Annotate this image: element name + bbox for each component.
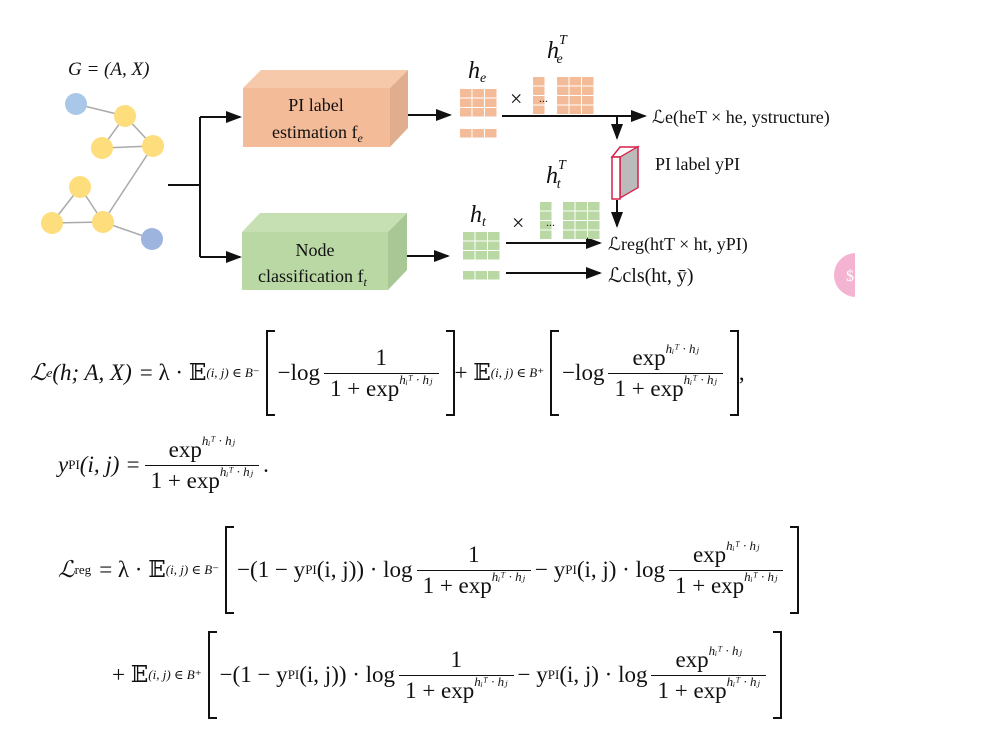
node: [114, 105, 136, 127]
he-grid-cell: [485, 98, 497, 107]
he-grid-cell: [485, 129, 497, 138]
htT-grid-cell: [540, 221, 552, 230]
loss-e-text: ℒe(heT × he, ystructure): [652, 107, 830, 128]
htT-grid-cell: [540, 202, 552, 211]
loss-cls-text: ℒcls(ht, ȳ): [608, 265, 694, 287]
node-blue: [141, 228, 163, 250]
heT-grid-cell: [533, 96, 545, 105]
he-grid-cell: [460, 98, 472, 107]
heT-grid-cell: [569, 77, 581, 86]
times-sign: ×: [512, 210, 524, 235]
svg-text:$: $: [846, 268, 854, 285]
he-grid-cell: [472, 89, 484, 98]
htT-grid-cell: [588, 202, 600, 211]
ht-grid-cell: [488, 271, 500, 280]
ht-grid-cell: [463, 241, 475, 250]
loss-reg-text: ℒreg(htT × ht, yPI): [608, 234, 748, 255]
htT-grid-cell: [575, 211, 587, 220]
heT-grid-cell: [569, 86, 581, 95]
ht-grid-cell: [488, 241, 500, 250]
he-grid-cell: [472, 108, 484, 117]
ht-grid-cell: [488, 232, 500, 241]
node: [142, 135, 164, 157]
htT-grid-cell: [575, 202, 587, 211]
he-grid-cell: [460, 129, 472, 138]
heT-grid-cell: [569, 105, 581, 114]
pi-label-text: PI label yPI: [655, 154, 740, 174]
he-grid-cell: [460, 89, 472, 98]
htT-grid-cell: [588, 211, 600, 220]
svg-text:...: ...: [546, 215, 555, 229]
ht-grid-cell: [463, 232, 475, 241]
htT-grid-cell: [575, 221, 587, 230]
node: [91, 137, 113, 159]
he-grid-cell: [485, 89, 497, 98]
graph-label: G = (A, X): [68, 59, 149, 80]
pipeline-diagram: G = (A, X) PI label estimation fe Node c…: [41, 33, 878, 297]
ht-grid-cell: [463, 251, 475, 260]
heT-grid-cell: [557, 86, 569, 95]
heT-grid-cell: [582, 96, 594, 105]
node: [69, 176, 91, 198]
ht-grid-cell: [475, 251, 487, 260]
htT-grid-cell: [540, 211, 552, 220]
heT-grid-cell: [582, 86, 594, 95]
htT-grid-cell: [563, 202, 575, 211]
pi-label-estimation-box: PI label estimation fe: [243, 70, 408, 147]
htT-grid-cell: [588, 230, 600, 239]
node: [92, 211, 114, 233]
htT-grid-cell: [588, 221, 600, 230]
htT-grid-cell: [563, 211, 575, 220]
node-blue: [65, 93, 87, 115]
htT-grid-cell: [563, 221, 575, 230]
ht-grid-cell: [475, 271, 487, 280]
ht-grid-cell: [463, 271, 475, 280]
he-grid-cell: [472, 129, 484, 138]
ht-grid-cell: [475, 232, 487, 241]
svg-text:...: ...: [539, 91, 548, 105]
heT-grid-cell: [557, 105, 569, 114]
floating-badge-button[interactable]: [834, 253, 878, 297]
svg-text:estimation fe: estimation fe: [272, 122, 363, 145]
times-sign: ×: [510, 86, 522, 111]
he-grid-cell: [485, 108, 497, 117]
htT-grid-cell: [563, 230, 575, 239]
htT-grid-cell: [575, 230, 587, 239]
heT-grid-cell: [582, 105, 594, 114]
ht-grid-cell: [475, 241, 487, 250]
heT-grid-cell: [557, 96, 569, 105]
split-arrows: [168, 111, 242, 263]
heT-grid-cell: [582, 77, 594, 86]
svg-text:PI label: PI label: [288, 95, 344, 115]
htT-grid-cell: [540, 230, 552, 239]
he-label: he: [468, 58, 486, 86]
heT-grid-cell: [533, 105, 545, 114]
heT-grid-cell: [533, 86, 545, 95]
node: [41, 212, 63, 234]
heT-grid-cell: [569, 96, 581, 105]
svg-text:classification ft: classification ft: [258, 266, 367, 289]
heT-grid-cell: [557, 77, 569, 86]
he-grid-cell: [460, 108, 472, 117]
graph-nodes: [41, 93, 164, 250]
pi-label-tensor-icon: [610, 145, 640, 200]
svg-text:Node: Node: [296, 240, 335, 260]
ht-grid-cell: [488, 251, 500, 260]
ht-label: ht: [470, 202, 487, 230]
he-grid-cell: [472, 98, 484, 107]
heT-grid-cell: [533, 77, 545, 86]
node-classification-box: Node classification ft: [242, 213, 407, 290]
